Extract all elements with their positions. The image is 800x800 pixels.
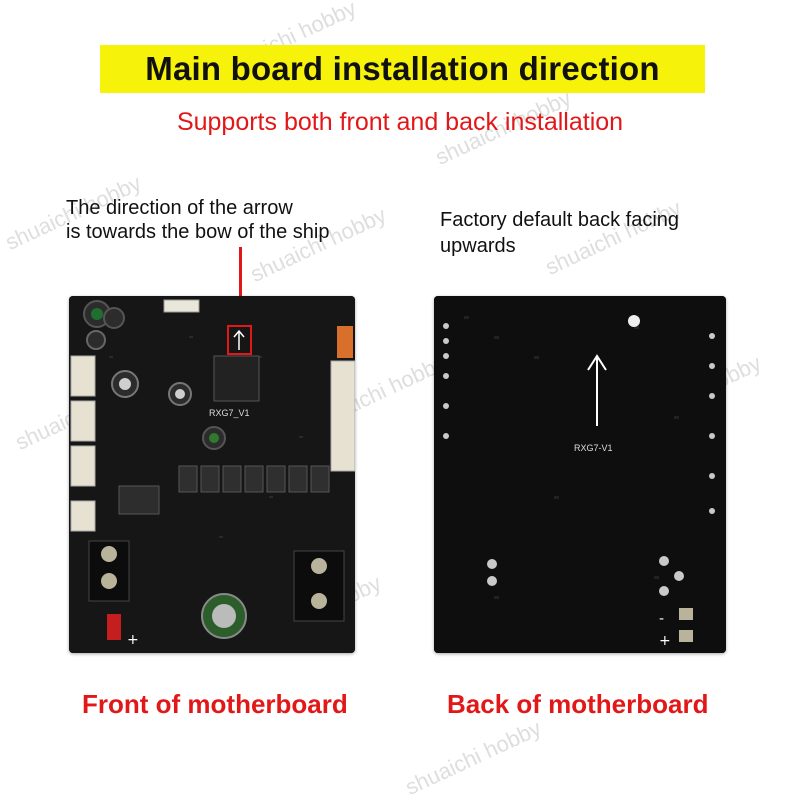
motherboard-front-image: RXG7_V1 + [69,296,355,653]
front-caption: Front of motherboard [82,689,348,719]
back-board-label: RXG7-V1 [574,443,613,453]
title-banner: Main board installation direction [100,45,705,93]
note-line: upwards [440,235,516,257]
motherboard-back-image: RXG7-V1 - + [434,296,726,653]
svg-text:+: + [659,633,671,649]
note-line: The direction of the arrow [66,197,293,219]
watermark: shuaichi hobby [401,715,545,800]
page-title: Main board installation direction [145,50,660,87]
front-board-illustration: RXG7_V1 + [69,296,355,653]
svg-text:+: + [127,632,139,648]
front-board-label: RXG7_V1 [209,408,250,418]
note-line: Factory default back facing [440,209,680,231]
arrow-direction-note: The direction of the arrow is towards th… [66,196,426,244]
pointer-line [239,247,242,323]
back-caption: Back of motherboard [447,689,709,719]
note-line: is towards the bow of the ship [66,221,330,243]
svg-text:-: - [659,611,664,627]
back-board-illustration: RXG7-V1 - + [434,296,726,653]
page-subtitle: Supports both front and back installatio… [176,108,624,136]
factory-default-note: Factory default back facing upwards [440,207,770,259]
